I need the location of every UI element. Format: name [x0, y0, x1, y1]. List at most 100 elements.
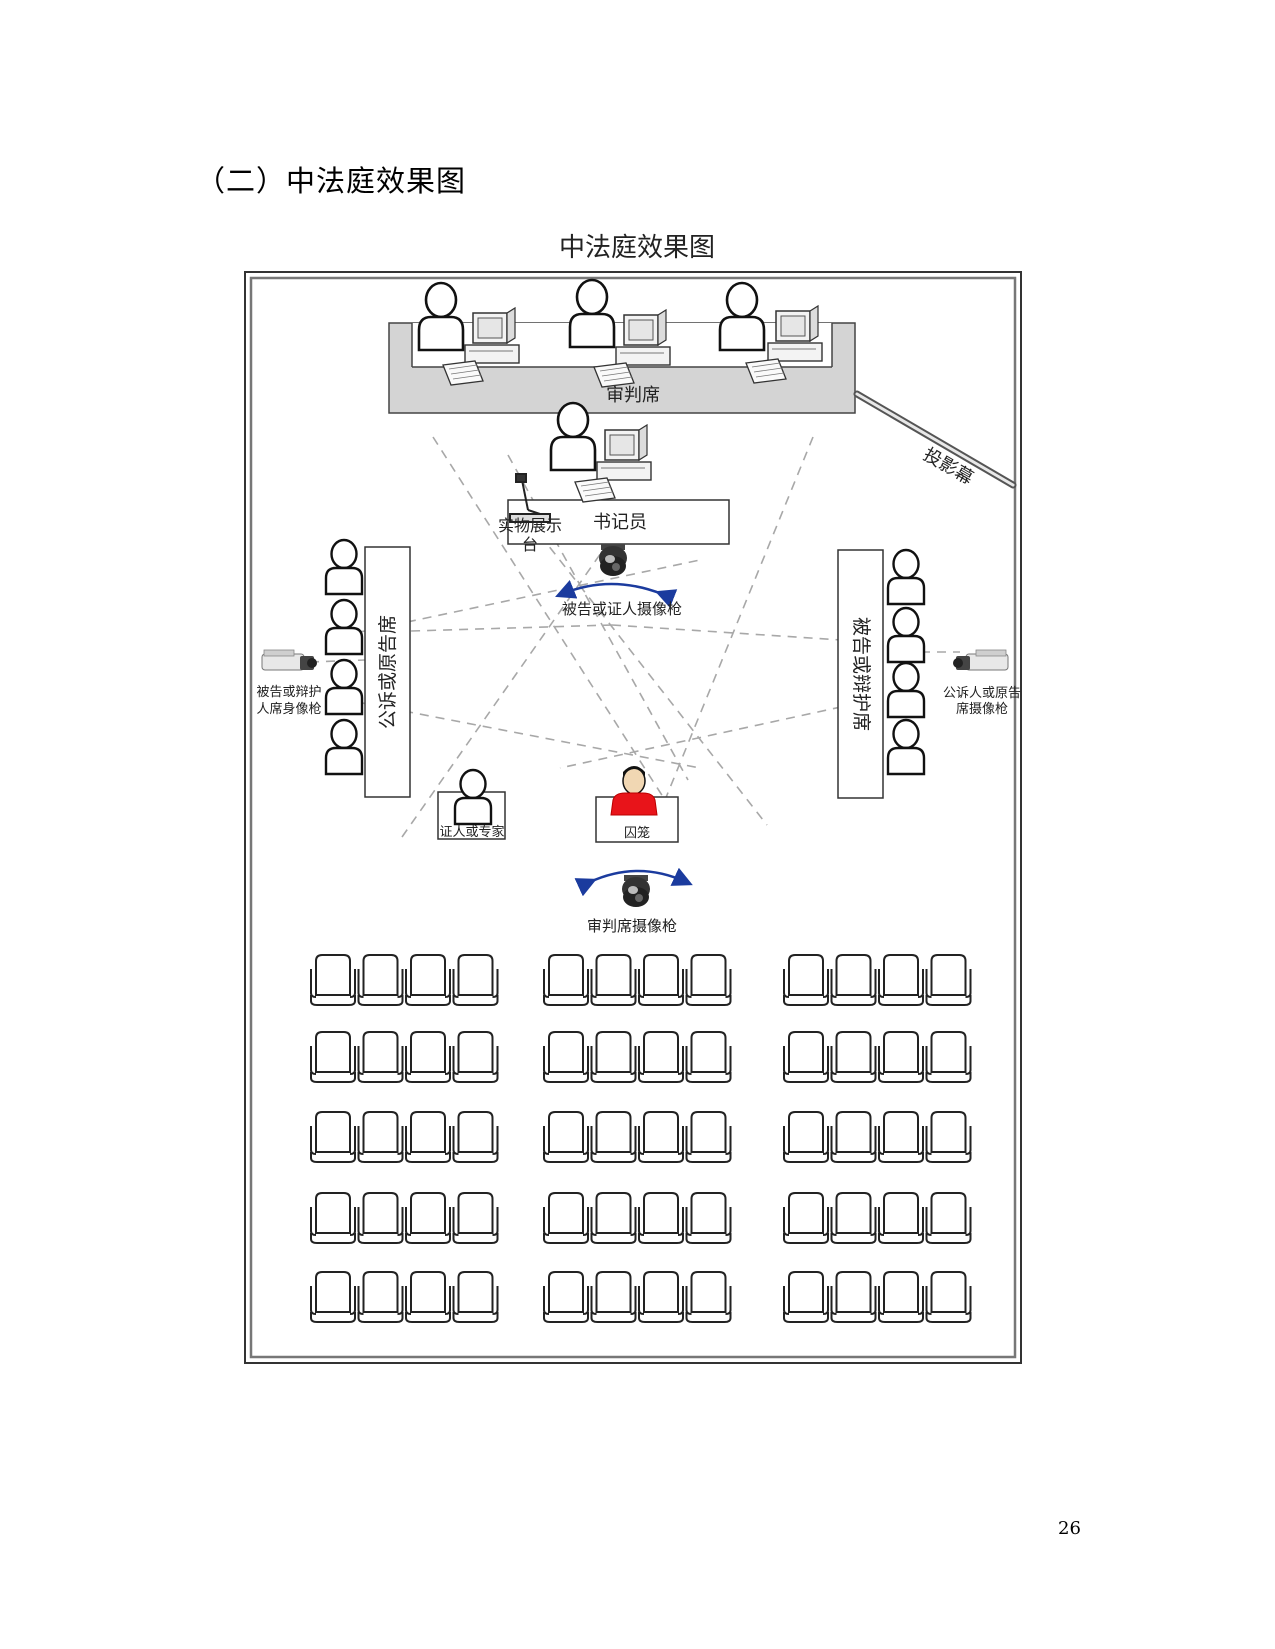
- seat-icon: [830, 1271, 877, 1323]
- seat-icon: [638, 1031, 684, 1083]
- person-icon: [886, 718, 926, 776]
- left-camera-label-line1: 被告或辩护: [256, 685, 321, 700]
- left-camera-label-line2: 人席身像枪: [256, 701, 321, 717]
- seat-icon: [783, 1031, 829, 1083]
- seat-icon: [590, 1111, 637, 1163]
- dock: 囚笼: [595, 766, 679, 843]
- seat-icon: [452, 954, 499, 1006]
- seat-icon: [783, 1271, 829, 1323]
- defendant-icon: [610, 766, 658, 816]
- seat-icon: [783, 954, 829, 1006]
- courtroom-border: [244, 271, 1022, 1364]
- diagram-title: 中法庭效果图: [559, 233, 715, 263]
- person-icon: [324, 538, 364, 596]
- person-icon: [886, 661, 926, 719]
- prosecutor-table: 公诉或原告席: [324, 538, 411, 798]
- person-icon: [568, 278, 616, 349]
- right-box-camera: 公诉人或原告 席摄像枪: [943, 649, 1021, 717]
- seat-icon: [685, 1031, 732, 1083]
- seat-icon: [638, 1192, 684, 1244]
- seat-icon: [357, 1111, 404, 1163]
- seat-icon: [685, 1192, 732, 1244]
- seat-icon: [925, 954, 972, 1006]
- seat-icon: [543, 1271, 589, 1323]
- seat-icon: [543, 1192, 589, 1244]
- left-box-camera: 被告或辩护 人席身像枪: [256, 649, 322, 717]
- dome-camera-icon: [599, 544, 627, 576]
- seat-icon: [405, 954, 451, 1006]
- seat-icon: [925, 1111, 972, 1163]
- seat-icon: [830, 1031, 877, 1083]
- person-icon: [718, 281, 766, 352]
- seat-icon: [405, 1031, 451, 1083]
- seat-icon: [543, 1111, 589, 1163]
- exhibit-label-line1: 实物展示: [498, 516, 562, 535]
- seat-icon: [830, 1192, 877, 1244]
- seat-icon: [685, 1271, 732, 1323]
- seat-icon: [543, 954, 589, 1006]
- clerk-label: 书记员: [593, 512, 647, 533]
- seat-icon: [452, 1192, 499, 1244]
- seat-icon: [310, 954, 356, 1006]
- bench-camera: 审判席摄像枪: [574, 867, 693, 935]
- seat-icon: [638, 1271, 684, 1323]
- seat-icon: [925, 1031, 972, 1083]
- witness-box: 证人或专家: [437, 768, 506, 840]
- person-icon: [324, 718, 364, 776]
- pan-arrow: [555, 580, 678, 608]
- seat-icon: [452, 1111, 499, 1163]
- seat-icon: [405, 1192, 451, 1244]
- defense-table-label: 被告或辩护席: [850, 617, 872, 731]
- person-icon: [417, 281, 465, 352]
- seat-icon: [878, 1031, 924, 1083]
- bench-camera-label: 审判席摄像枪: [587, 917, 677, 935]
- page-number: 26: [1058, 1518, 1081, 1539]
- seat-icon: [638, 954, 684, 1006]
- seat-icon: [310, 1192, 356, 1244]
- pan-arrow: [574, 867, 693, 897]
- exhibit-label-line2: 台: [522, 535, 538, 554]
- judge-bench-label: 审判席: [606, 385, 660, 406]
- seat-icon: [405, 1111, 451, 1163]
- seat-icon: [357, 1192, 404, 1244]
- seat-icon: [590, 1271, 637, 1323]
- right-camera-label-line1: 公诉人或原告: [943, 686, 1021, 701]
- dome-camera-icon: [622, 875, 650, 907]
- seat-icon: [878, 1192, 924, 1244]
- seat-icon: [925, 1192, 972, 1244]
- section-heading: （二）中法庭效果图: [196, 164, 467, 198]
- exhibit-stand: 实物展示 台: [498, 473, 562, 554]
- seat-icon: [452, 1271, 499, 1323]
- witness-label: 证人或专家: [439, 824, 504, 840]
- seat-icon: [310, 1111, 356, 1163]
- camera-sightlines: [309, 436, 960, 838]
- seat-icon: [783, 1192, 829, 1244]
- person-icon: [324, 598, 364, 656]
- seat-icon: [357, 954, 404, 1006]
- seat-icon: [830, 954, 877, 1006]
- person-icon: [886, 548, 926, 606]
- seat-icon: [452, 1031, 499, 1083]
- seat-icon: [357, 1271, 404, 1323]
- seat-icon: [685, 954, 732, 1006]
- seat-icon: [878, 1111, 924, 1163]
- person-icon: [324, 658, 364, 716]
- seat-icon: [590, 1192, 637, 1244]
- seat-icon: [878, 954, 924, 1006]
- defendant-witness-camera: 被告或证人摄像枪: [555, 544, 682, 618]
- seat-icon: [310, 1271, 356, 1323]
- dock-label: 囚笼: [624, 825, 650, 841]
- seat-icon: [590, 1031, 637, 1083]
- seat-icon: [878, 1271, 924, 1323]
- seat-icon: [830, 1111, 877, 1163]
- seat-icon: [685, 1111, 732, 1163]
- defendant-witness-camera-label: 被告或证人摄像枪: [562, 600, 682, 618]
- seat-icon: [310, 1031, 356, 1083]
- box-camera-icon: [952, 649, 1009, 671]
- seat-icon: [590, 954, 637, 1006]
- seat-icon: [925, 1271, 972, 1323]
- box-camera-icon: [261, 649, 318, 671]
- right-camera-label-line2: 席摄像枪: [956, 701, 1008, 717]
- seat-icon: [357, 1031, 404, 1083]
